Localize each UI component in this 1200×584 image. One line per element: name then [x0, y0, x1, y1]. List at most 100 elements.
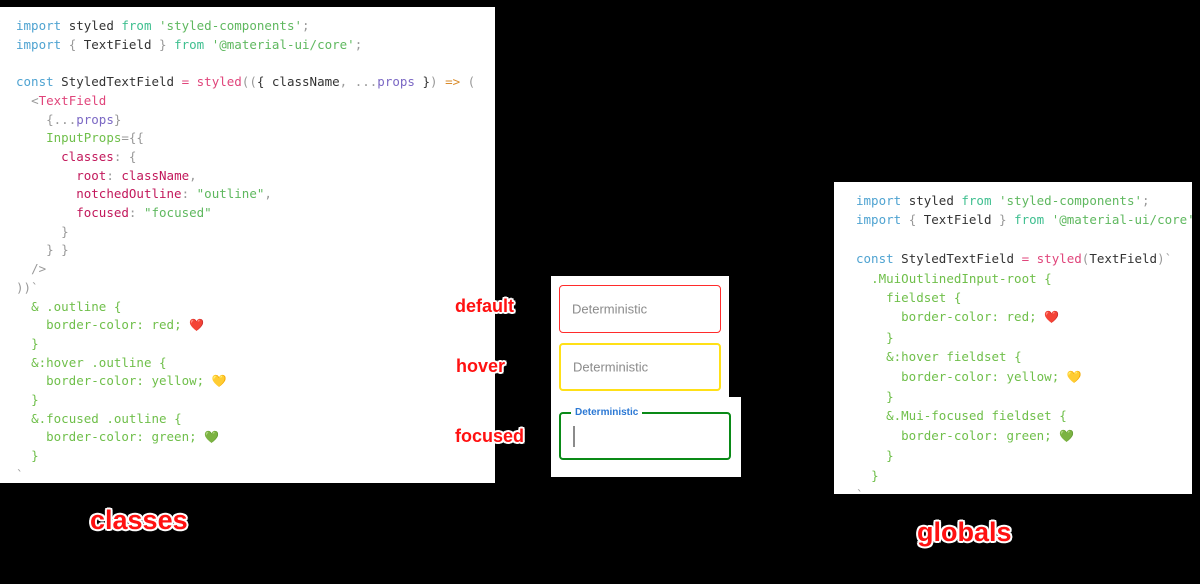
code-token — [136, 205, 144, 220]
code-line: border-color: yellow; 💛 — [856, 367, 1192, 387]
code-token: , — [189, 167, 197, 183]
code-token — [16, 242, 46, 257]
textfield-hover[interactable]: Deterministic — [559, 343, 721, 391]
code-line: ` — [856, 485, 1192, 494]
code-line: &:hover .outline { — [16, 354, 495, 373]
code-token: from — [961, 193, 992, 208]
code-line: root: className, — [16, 167, 495, 186]
code-token: , — [339, 74, 348, 90]
code-token: yellow — [1006, 368, 1052, 384]
code-token: & .outline — [31, 298, 107, 314]
code-token — [16, 261, 31, 276]
code-token: } — [31, 448, 39, 464]
code-token: { — [46, 111, 54, 127]
code-token — [151, 18, 159, 33]
code-token: ))` — [16, 279, 39, 295]
code-token: InputProps — [46, 130, 122, 146]
code-token: { — [1059, 408, 1067, 424]
code-token — [16, 411, 31, 426]
demo-panel-top: Deterministic Deterministic — [551, 276, 729, 397]
code-token: 💚 — [204, 430, 220, 445]
code-line: } — [16, 391, 495, 410]
code-token — [182, 317, 190, 332]
code-token — [856, 271, 871, 286]
textfield-focused-label: Deterministic — [571, 407, 643, 419]
code-token — [16, 392, 31, 407]
code-token: { — [174, 410, 182, 426]
code-line: const StyledTextField = styled(({ classN… — [16, 73, 495, 92]
code-token — [1007, 212, 1015, 227]
code-token — [16, 373, 46, 388]
text-caret — [573, 426, 575, 447]
code-token — [347, 74, 355, 89]
code-token — [999, 309, 1007, 324]
code-token: import — [856, 212, 902, 228]
code-token: import — [16, 36, 62, 52]
code-token: = — [1021, 251, 1030, 267]
annotation-focused: focused — [455, 426, 525, 446]
textfield-focused[interactable]: Deterministic — [559, 407, 731, 460]
code-token: } } — [46, 242, 69, 258]
code-token: : — [991, 368, 999, 384]
code-token: { — [1014, 349, 1022, 365]
code-token — [16, 130, 46, 145]
code-token — [16, 93, 31, 108]
textfield-default[interactable]: Deterministic — [559, 285, 721, 333]
code-token: border-color — [46, 373, 137, 389]
code-token — [16, 448, 31, 463]
code-line: border-color: red; ❤️ — [856, 307, 1192, 327]
code-token — [856, 389, 886, 404]
code-token: ... — [354, 74, 378, 90]
code-token — [167, 411, 175, 426]
code-token: ; — [1051, 368, 1060, 384]
code-token: : — [128, 205, 137, 221]
code-token: yellow — [151, 373, 197, 389]
code-token: ... — [53, 111, 77, 127]
code-token: } — [61, 223, 69, 239]
code-token — [189, 74, 197, 89]
code-token: ; — [1142, 193, 1150, 208]
code-token — [16, 112, 46, 127]
code-line: InputProps={{ — [16, 129, 495, 148]
code-token — [991, 193, 999, 208]
code-token — [121, 149, 129, 164]
code-line: &.focused .outline { — [16, 410, 495, 429]
code-token — [16, 149, 61, 164]
code-line: {...props} — [16, 111, 495, 130]
code-token: ( — [1081, 251, 1090, 267]
code-token: : — [136, 373, 144, 389]
code-token: ❤️ — [189, 318, 205, 333]
code-token — [106, 299, 114, 314]
code-token: green — [1006, 427, 1045, 443]
code-line: border-color: red; ❤️ — [16, 316, 495, 335]
code-token: .MuiOutlinedInput-root — [871, 270, 1037, 286]
code-token — [16, 205, 76, 220]
code-token — [204, 373, 212, 388]
code-line: fieldset { — [856, 288, 1192, 307]
code-token: = — [181, 74, 190, 90]
code-token: from — [174, 36, 205, 52]
code-token — [856, 309, 901, 324]
code-token: const — [16, 74, 54, 90]
code-token: border-color — [46, 429, 137, 445]
code-token — [999, 428, 1007, 443]
code-line: & .outline { — [16, 298, 495, 317]
code-token: &.focused .outline — [31, 410, 167, 426]
code-token: 'styled-components' — [159, 18, 303, 33]
code-token: border-color — [901, 309, 992, 325]
code-token: border-color — [46, 317, 137, 333]
code-token: 'styled-components' — [999, 193, 1143, 208]
code-token: props — [76, 111, 114, 127]
annotation-hover: hover — [456, 356, 506, 376]
code-token — [16, 168, 76, 183]
code-line: } — [856, 446, 1192, 465]
code-token — [999, 369, 1007, 384]
code-token: : — [991, 309, 999, 325]
code-token — [901, 193, 909, 208]
code-token: { — [908, 212, 917, 228]
code-token: border-color — [901, 368, 992, 384]
code-token: { — [159, 354, 167, 370]
code-line: border-color: green; 💚 — [856, 426, 1192, 446]
code-line: } } — [16, 241, 495, 260]
code-token: } — [999, 212, 1007, 228]
